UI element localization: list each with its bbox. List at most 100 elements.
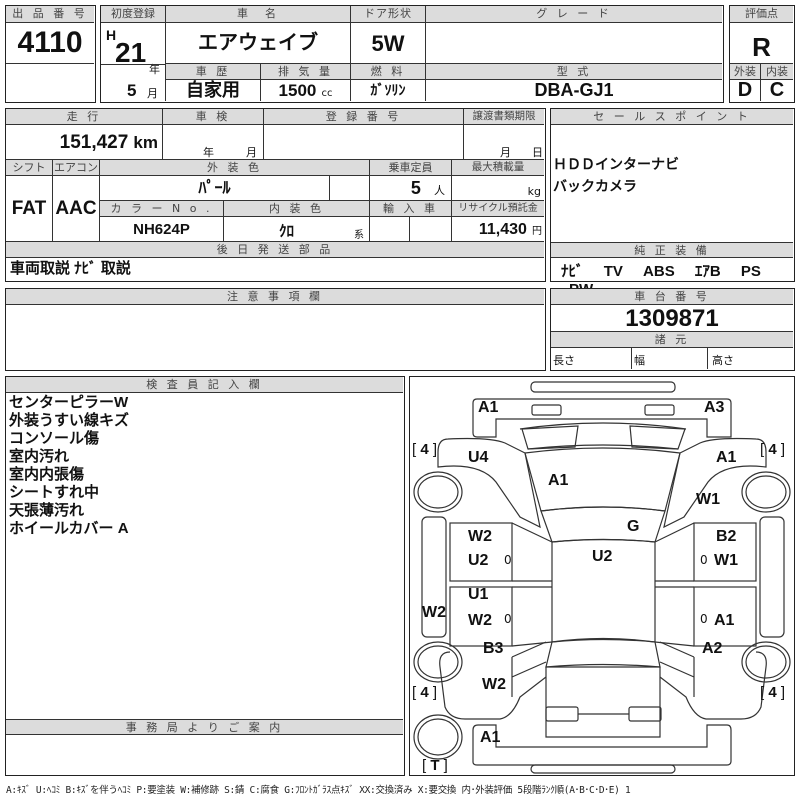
inspection-year-unit: 年	[203, 146, 214, 159]
rear-left-wheel	[413, 641, 463, 683]
notes-header: 注 意 事 項 欄	[6, 289, 544, 305]
capacity-header: 乗車定員	[370, 160, 452, 176]
interior-color-cell: ｸﾛ 系	[224, 217, 370, 242]
remark-line: コンソール傷	[9, 430, 100, 447]
mileage-header: 走 行	[6, 109, 163, 125]
shift: FAT	[6, 176, 53, 242]
mileage-cell: 151,427 km	[6, 125, 163, 160]
interior-rating-header: 内装	[761, 64, 793, 80]
inspector-box: 検 査 員 記 入 欄 センターピラーW 外装うすい線キズ コンソール傷 室内汚…	[5, 376, 405, 776]
damage-hood: A1	[548, 472, 569, 489]
reg-month: 5	[127, 81, 137, 100]
spec-length: 長さ	[551, 348, 632, 369]
exterior-color-extra	[330, 176, 370, 201]
remark-line: 外装うすい線キズ	[9, 412, 130, 429]
recycle-fee: 11,430	[478, 221, 527, 238]
vehicle-info-box: 初度登録 H 21 年 5 月 車 名 エアウェイブ ドア形状 5W グ レ ー…	[100, 5, 724, 103]
office-header: 事 務 局 よ り ご 案 内	[6, 719, 403, 735]
color-no-header: カ ラ ー N o .	[100, 201, 224, 217]
inspection-month-unit: 月	[246, 146, 257, 159]
aircon: AAC	[53, 176, 100, 242]
rear-right-wheel	[741, 641, 791, 683]
rear-bumper	[472, 724, 732, 766]
sales-points-list: ＨＤＤインターナビ バックカメラ	[553, 153, 679, 197]
transfer-day-unit: 日	[532, 146, 543, 159]
tire-rear-left: [ 4 ]	[412, 684, 438, 701]
lot-number: 4110	[6, 23, 94, 64]
max-load-header: 最大積載量	[452, 160, 544, 176]
door-mark: 0	[700, 553, 708, 567]
transfer-month-unit: 月	[500, 146, 511, 159]
damage-right-rear-door: A1	[714, 612, 735, 629]
import-cell-1	[370, 217, 410, 242]
year-unit: 年	[149, 63, 160, 76]
recycle-unit: 円	[532, 226, 542, 237]
overall-rating: R	[730, 23, 793, 64]
front-bar	[530, 381, 676, 393]
damage-left-sill: W2	[422, 604, 446, 621]
sales-point: ＨＤＤインターナビ	[553, 156, 679, 172]
spec-width: 幅	[632, 348, 708, 369]
exterior-color: ﾊﾟｰﾙ	[100, 176, 330, 201]
interior-rating: C	[769, 80, 785, 101]
registration-number	[264, 125, 464, 160]
spare-tire	[413, 714, 463, 760]
exterior-color-header: 外 装 色	[100, 160, 370, 176]
damage-left-rear-quarter: W2	[482, 676, 506, 693]
tire-front-left: [ 4 ]	[412, 441, 438, 458]
damage-front-left-bumper: A1	[478, 399, 499, 416]
specs-header: 諸 元	[551, 332, 793, 348]
tire-rear-right: [ 4 ]	[760, 684, 786, 701]
capacity-unit: 人	[434, 184, 445, 197]
door-type: 5W	[351, 23, 426, 64]
damage-right-rear-fender: A2	[702, 640, 723, 657]
first-reg-cell: H 21 年 5 月	[101, 23, 166, 101]
fuel-header: 燃 料	[351, 64, 426, 80]
history: 自家用	[166, 80, 261, 101]
damage-roof: U2	[592, 548, 613, 565]
car-name-header: 車 名	[166, 6, 351, 23]
damage-right-front-fender: A1	[716, 449, 737, 466]
rating-header: 評価点	[730, 6, 793, 23]
interior-color: ｸﾛ	[279, 223, 295, 240]
model-code: DBA-GJ1	[534, 80, 614, 100]
damage-left-rear-door-2: W2	[468, 612, 492, 629]
damage-left-rear-fender: B3	[483, 640, 504, 657]
front-left-wheel	[413, 471, 463, 513]
capacity-cell: 5 人	[370, 176, 452, 201]
month-unit: 月	[147, 87, 158, 100]
front-right-wheel	[741, 471, 791, 513]
damage-right-front-door-2: W1	[714, 552, 738, 569]
mileage-unit: km	[133, 133, 158, 152]
rating-box: 評価点 R 外装 内装 D C	[729, 5, 795, 103]
aircon-header: エアコン	[53, 160, 100, 176]
inspector-remarks: センターピラーW 外装うすい線キズ コンソール傷 室内汚れ 室内内張傷 シートす…	[9, 394, 129, 538]
spec-height: 高さ	[712, 354, 734, 367]
reg-year: 21	[115, 37, 147, 68]
registration-header: 登 録 番 号	[264, 109, 464, 125]
damage-rear-bumper: A1	[480, 729, 501, 746]
damage-left-rear-door-1: U1	[468, 586, 489, 603]
mileage: 151,427	[59, 132, 129, 153]
import-cell-2	[410, 217, 452, 242]
inspection-cell: 年 月	[163, 125, 264, 160]
damage-windshield: G	[627, 518, 640, 535]
door-mark: 0	[504, 553, 512, 567]
recycle-header: リサイクル預託金	[452, 201, 544, 217]
color-no: NH624P	[100, 217, 224, 242]
remark-line: 天張薄汚れ	[9, 502, 85, 519]
damage-diagram: A1 A3 U4 A1 A1 W1 G U2 W2 U2 B2 W1 U1 W2…	[409, 376, 795, 776]
door-mark: 0	[700, 612, 708, 626]
exterior-rating: D	[730, 80, 761, 101]
damage-right-front-door-1: B2	[716, 528, 737, 545]
right-sill	[759, 516, 785, 638]
legend: A:ｷｽﾞ U:ﾍｺﾐ B:ｷｽﾞを伴うﾍｺﾐ P:要塗装 W:補修跡 S:錆 …	[6, 785, 631, 796]
car-outline	[413, 381, 791, 774]
transfer-deadline-header: 譲渡書類期限	[464, 109, 544, 125]
displacement-header: 排 気 量	[261, 64, 351, 80]
inspection-header: 車 検	[163, 109, 264, 125]
sales-points-header: セ ー ル ス ポ イ ン ト	[551, 109, 793, 125]
equipment-item: TV	[603, 263, 623, 280]
lot-header: 出 品 番 号	[6, 6, 94, 23]
door-mark: 0	[504, 612, 512, 626]
